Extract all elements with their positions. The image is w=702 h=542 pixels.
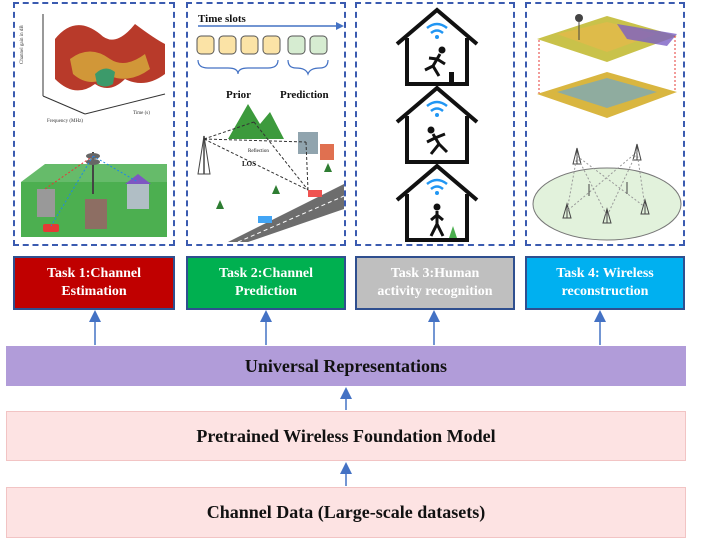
task1-box: Task 1:Channel Estimation [13, 256, 175, 310]
3d-surface-plot-icon: Channel gain in dB Frequency (MHz) Time … [20, 14, 167, 237]
task3-panel [355, 2, 515, 246]
task3-box: Task 3:Human activity recognition [355, 256, 515, 310]
task1-label: Task 1:Channel Estimation [46, 266, 142, 299]
svg-text:Channel gain in dB: Channel gain in dB [20, 25, 25, 64]
foundation-model-label: Pretrained Wireless Foundation Model [196, 425, 496, 446]
svg-text:Time (s): Time (s) [133, 111, 150, 116]
time-slots-label: Time slots [198, 13, 246, 25]
universal-representations-bar: Universal Representations [6, 346, 686, 386]
svg-text:Frequency (MHz): Frequency (MHz) [47, 119, 83, 124]
channel-data-bar: Channel Data (Large-scale datasets) [6, 487, 686, 538]
prediction-label: Prediction [280, 89, 329, 101]
task1-panel: Channel gain in dB Frequency (MHz) Time … [13, 2, 175, 246]
urban-propagation-icon: LOS Reflection [197, 104, 344, 243]
channel-data-label: Channel Data (Large-scale datasets) [206, 502, 486, 522]
sensor-network-icon [532, 143, 682, 241]
universal-representations-label: Universal Representations [244, 355, 448, 376]
prior-label: Prior [226, 89, 251, 101]
3d-map-icon [537, 14, 677, 118]
timeline-icon: Time slots Prior Prediction [196, 13, 344, 101]
house-wifi-falling-icon [395, 85, 479, 164]
task2-box: Task 2:Channel Prediction [186, 256, 346, 310]
los-label: LOS [242, 160, 256, 168]
reflection-label: Reflection [248, 149, 269, 154]
task3-label: Task 3:Human activity recognition [377, 266, 493, 299]
house-wifi-walking-icon [395, 163, 479, 242]
task4-label: Task 4: Wireless reconstruction [556, 266, 654, 299]
task2-panel: Time slots Prior Prediction [186, 2, 346, 246]
task2-label: Task 2:Channel Prediction [218, 266, 314, 299]
task4-panel [525, 2, 685, 246]
task4-box: Task 4: Wireless reconstruction [525, 256, 685, 310]
house-wifi-running-icon [395, 7, 479, 86]
foundation-model-bar: Pretrained Wireless Foundation Model [6, 411, 686, 461]
